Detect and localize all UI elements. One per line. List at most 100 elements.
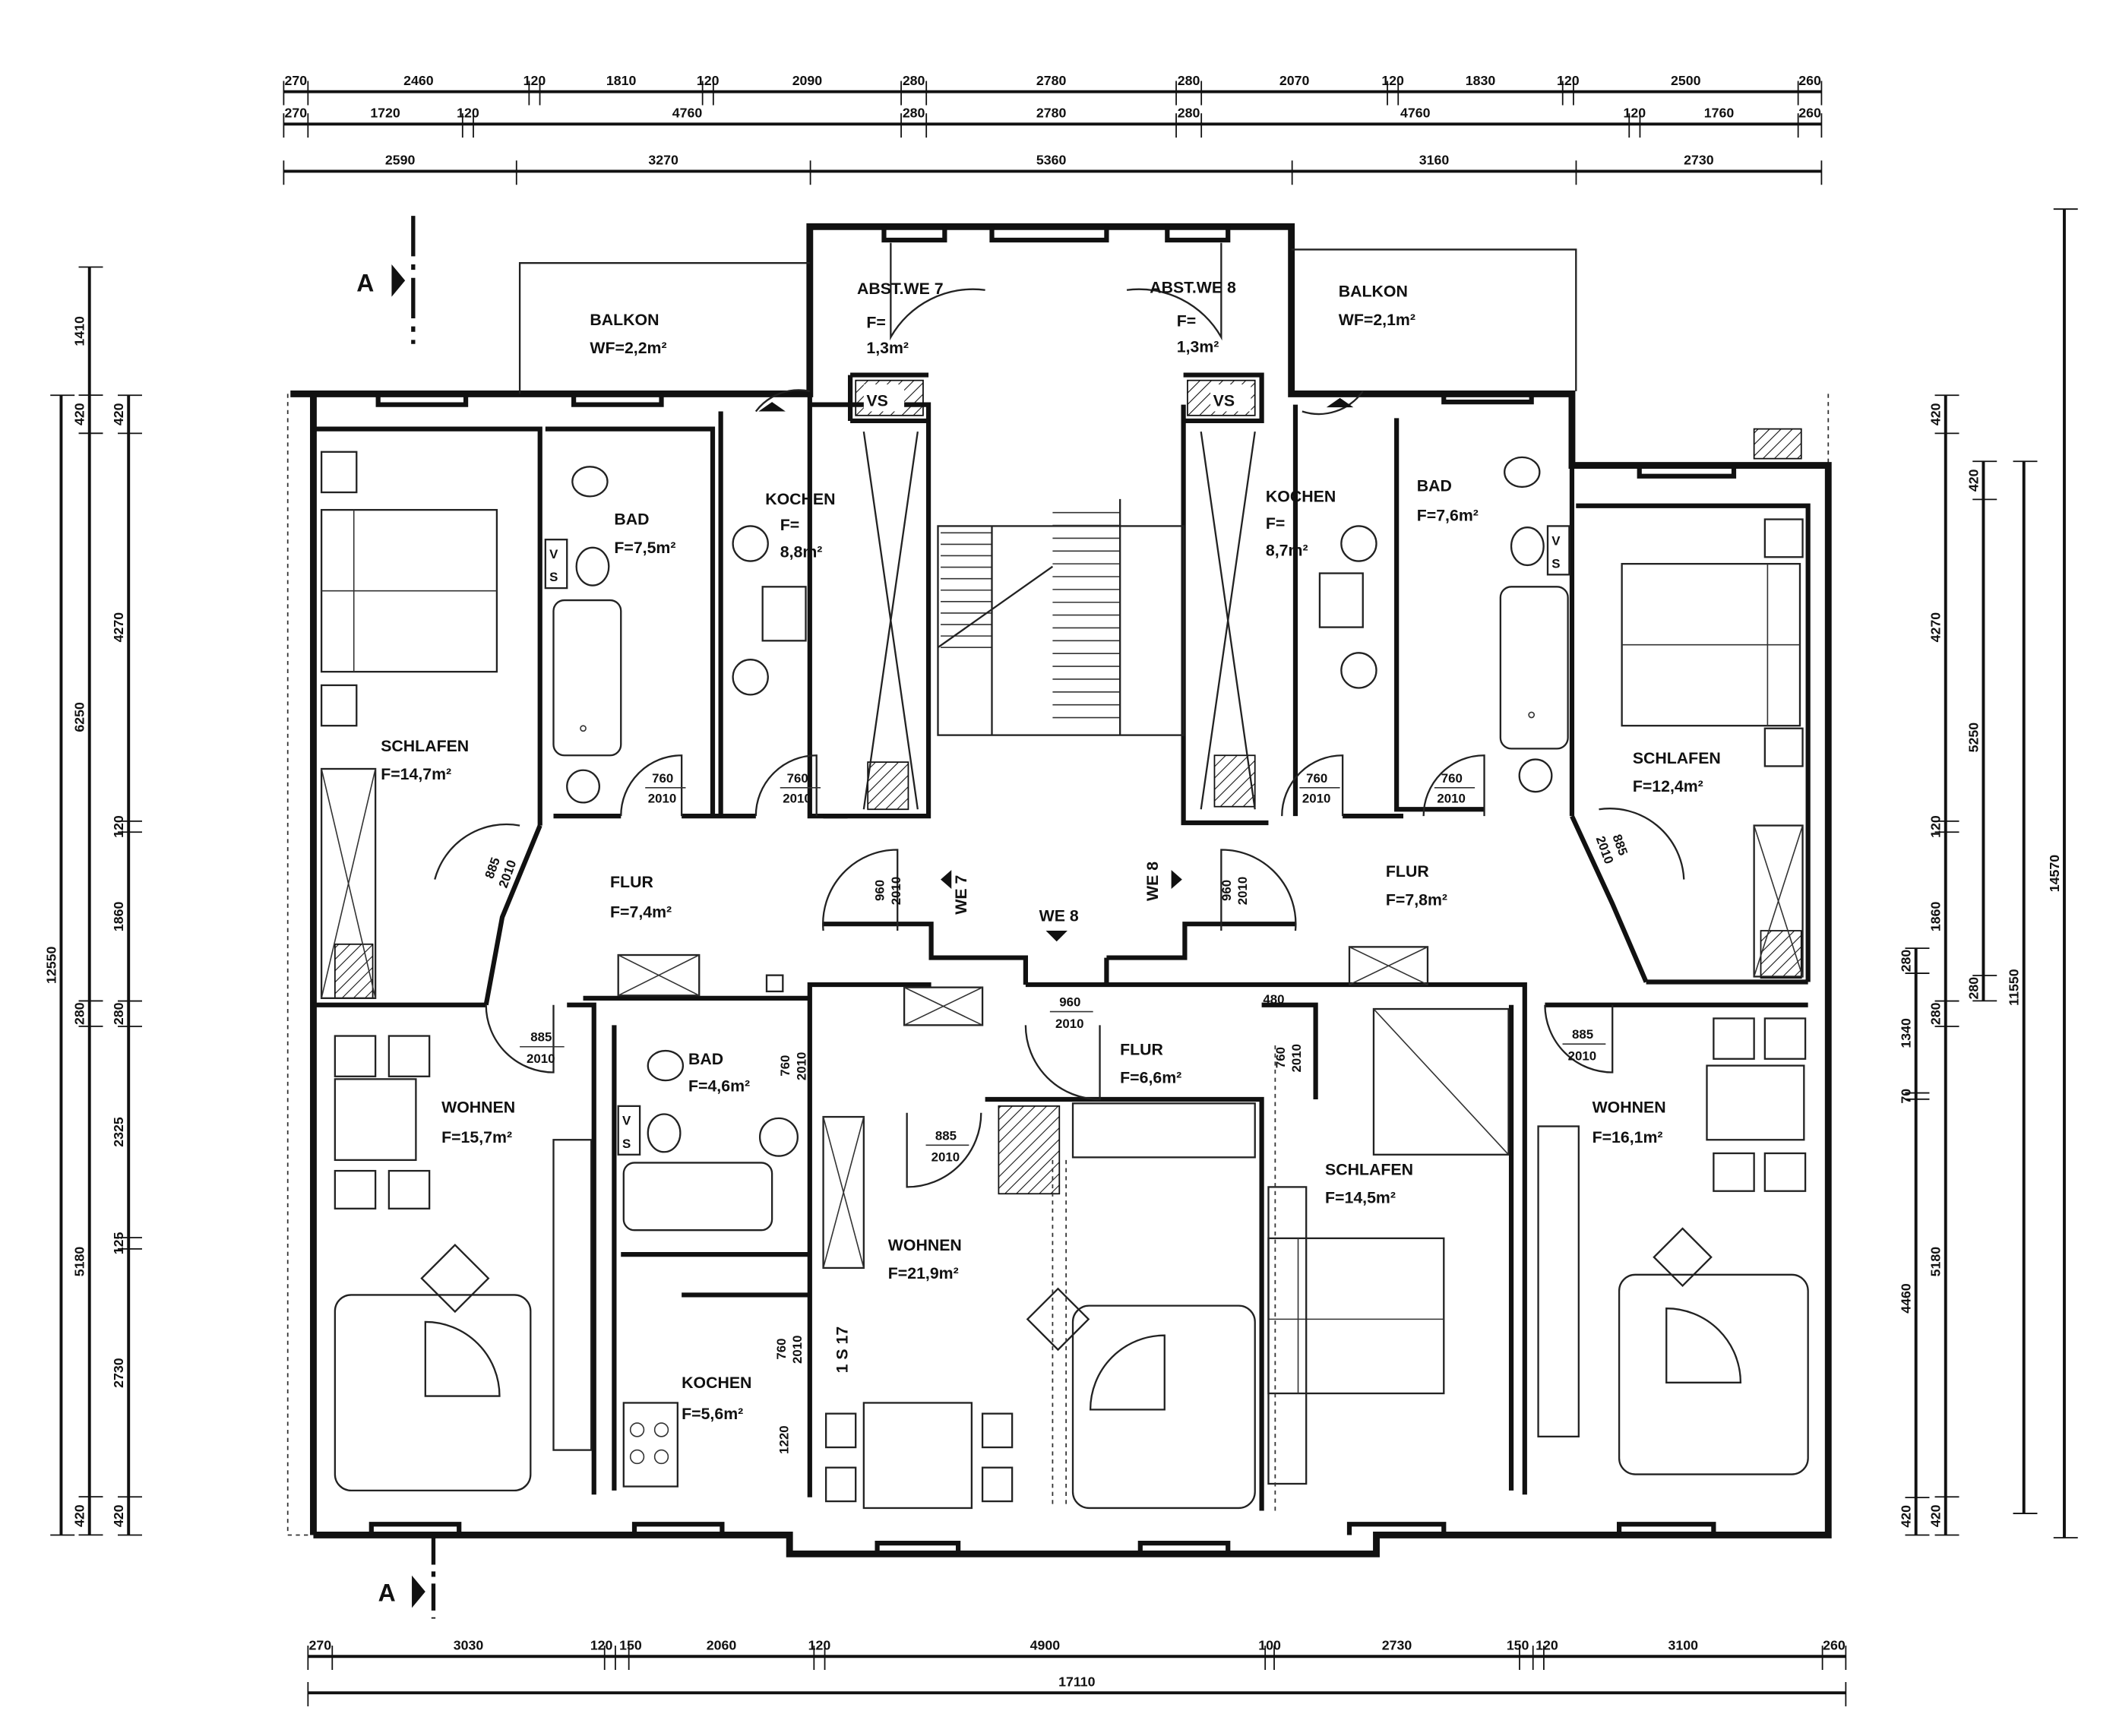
svg-text:KOCHEN: KOCHEN	[682, 1374, 751, 1392]
svg-text:F=14,7m²: F=14,7m²	[381, 765, 451, 783]
dimension-label: 4270	[111, 612, 126, 643]
dimension-label: 5360	[1036, 153, 1067, 168]
svg-text:S: S	[1551, 556, 1560, 571]
room-bedroom-we6[interactable]: SCHLAFEN F=14,5m²	[1325, 1160, 1413, 1206]
dimension-label: 3100	[1668, 1637, 1698, 1652]
dimension-label: 420	[111, 1504, 126, 1527]
stair-code: 1 S 17	[833, 1327, 852, 1374]
svg-text:WOHNEN: WOHNEN	[1593, 1099, 1666, 1117]
balcony-left	[518, 262, 810, 394]
svg-text:2010: 2010	[783, 791, 811, 805]
dimension-label: 2780	[1036, 73, 1067, 88]
dimension-label: 4460	[1899, 1283, 1914, 1314]
svg-text:SCHLAFEN: SCHLAFEN	[1325, 1160, 1413, 1178]
staircase[interactable]	[937, 498, 1185, 736]
svg-text:BAD: BAD	[688, 1050, 723, 1068]
svg-text:960: 960	[1219, 880, 1234, 901]
dimension-label: 2090	[792, 73, 823, 88]
dimension-label: 270	[285, 105, 308, 120]
dimension-label: 150	[619, 1637, 642, 1652]
svg-text:2010: 2010	[794, 1052, 808, 1081]
dimension-label: 280	[903, 105, 925, 120]
dimension-chain-right-5: 14570	[2047, 208, 2078, 1538]
dimension-label: 280	[1899, 950, 1914, 972]
svg-text:760: 760	[1273, 1047, 1288, 1068]
dimension-label: 280	[72, 1002, 87, 1025]
dimension-label: 120	[1624, 105, 1646, 120]
dimension-label: 150	[1507, 1637, 1529, 1652]
dimension-label: 4760	[672, 105, 703, 120]
dimension-label: 420	[111, 403, 126, 425]
dimension-label: 270	[309, 1637, 332, 1652]
svg-text:2010: 2010	[527, 1051, 555, 1066]
dimension-label: 120	[1381, 73, 1404, 88]
dimension-label: 2730	[1684, 153, 1714, 168]
svg-text:WE 8: WE 8	[1039, 907, 1079, 925]
dimension-label: 1340	[1899, 1018, 1914, 1048]
dimension-label: 125	[111, 1232, 126, 1254]
svg-text:KOCHEN: KOCHEN	[1266, 487, 1336, 505]
dimension-label: 2730	[1382, 1637, 1412, 1652]
entry-we8: WE 8	[1143, 862, 1182, 901]
svg-text:885: 885	[935, 1128, 957, 1143]
dimension-label: 4760	[1400, 105, 1431, 120]
svg-text:F=12,4m²: F=12,4m²	[1633, 777, 1703, 795]
dimension-label: 120	[808, 1637, 831, 1652]
dimension-label: 2460	[403, 73, 434, 88]
svg-text:WE 8: WE 8	[1143, 862, 1162, 901]
svg-text:2010: 2010	[1055, 1017, 1084, 1031]
dimension-label: 120	[457, 105, 479, 120]
dimension-label: 420	[72, 1504, 87, 1527]
dimension-label: 280	[903, 73, 925, 88]
dimension-label: 4270	[1928, 612, 1944, 643]
section-marker-bottom: A	[378, 1538, 436, 1619]
svg-text:F=7,6m²: F=7,6m²	[1417, 506, 1479, 524]
svg-text:V: V	[549, 547, 558, 561]
dimension-label: 420	[1928, 1504, 1944, 1527]
svg-text:760: 760	[1306, 771, 1327, 786]
svg-text:WOHNEN: WOHNEN	[888, 1236, 962, 1254]
svg-text:S: S	[549, 570, 558, 584]
dimension-label: 2325	[111, 1117, 126, 1147]
dimension-label: 17110	[1058, 1674, 1096, 1689]
room-storage-we7[interactable]: ABST.WE 7F=1,3m²	[857, 280, 944, 357]
dimension-label: 120	[697, 73, 720, 88]
room-storage-we8[interactable]: ABST.WE 8F=1,3m²	[1150, 278, 1236, 356]
dimension-label: 260	[1823, 1637, 1846, 1652]
svg-text:F=14,5m²: F=14,5m²	[1325, 1189, 1396, 1207]
svg-text:F=15,7m²: F=15,7m²	[441, 1128, 512, 1146]
svg-text:2010: 2010	[1302, 791, 1331, 805]
interior-walls	[313, 372, 1811, 1511]
svg-text:WF=2,1m²: WF=2,1m²	[1339, 311, 1415, 329]
door-tag: 760 2010	[1299, 771, 1340, 805]
dimension-label: 280	[1178, 73, 1200, 88]
svg-text:FLUR: FLUR	[1120, 1040, 1163, 1058]
dimension-label: 120	[1928, 815, 1944, 838]
svg-text:F=7,4m²: F=7,4m²	[610, 903, 672, 921]
dimension-label: 280	[1966, 977, 1981, 1000]
